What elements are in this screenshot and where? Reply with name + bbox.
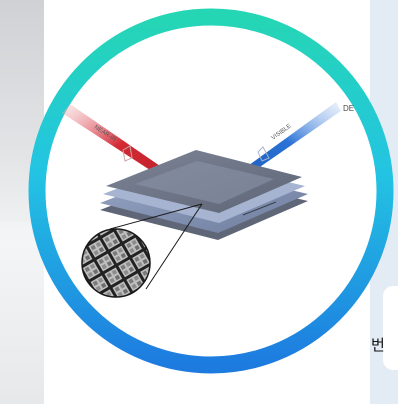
detector-label: DE (343, 104, 354, 113)
